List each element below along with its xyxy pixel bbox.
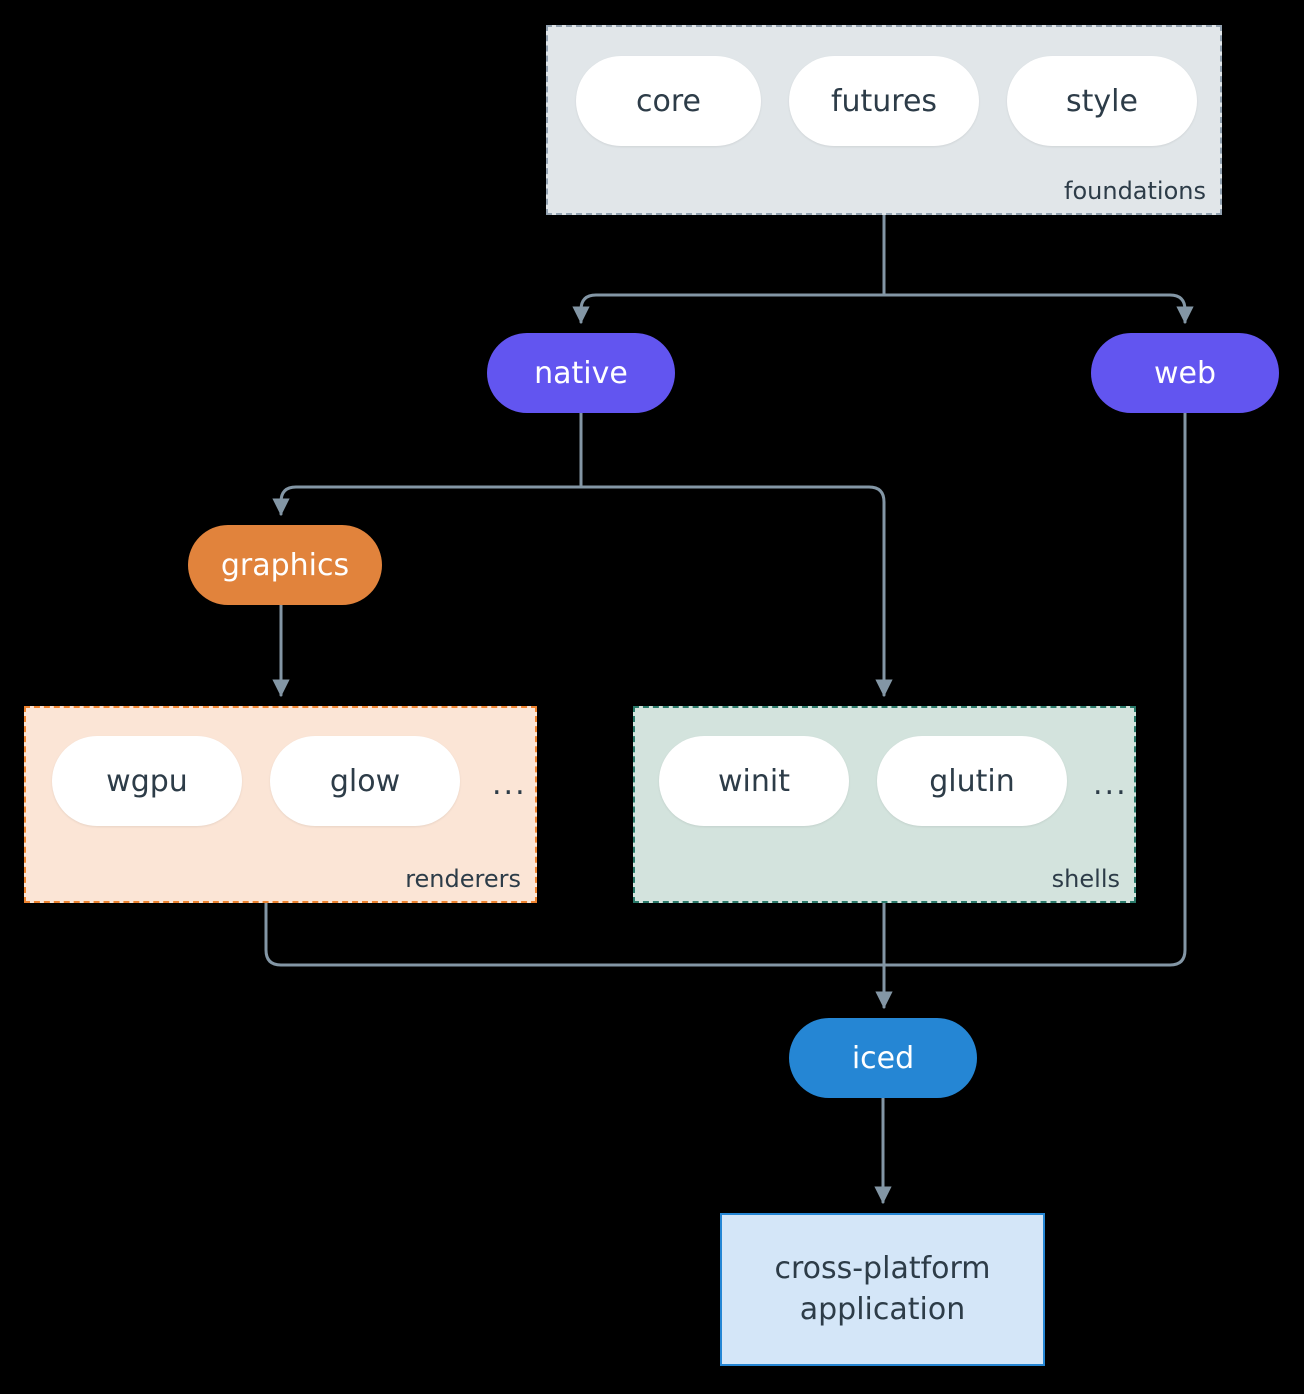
edge-renderers-to-iced <box>264 901 886 967</box>
node-glutin[interactable]: glutin <box>877 736 1067 826</box>
node-native[interactable]: native <box>487 333 675 413</box>
cluster-renderers: wgpu glow ... renderers <box>24 706 537 903</box>
node-web[interactable]: web <box>1091 333 1279 413</box>
node-futures[interactable]: futures <box>789 56 979 146</box>
node-style[interactable]: style <box>1007 56 1197 146</box>
node-iced[interactable]: iced <box>789 1018 977 1098</box>
node-winit[interactable]: winit <box>659 736 849 826</box>
node-glow[interactable]: glow <box>270 736 460 826</box>
cluster-label-renderers: renderers <box>405 865 521 893</box>
edge-foundations-to-web <box>882 293 1194 324</box>
node-wgpu[interactable]: wgpu <box>52 736 242 826</box>
shells-more-indicator: ... <box>1093 767 1128 802</box>
application-label-line1: cross-platform <box>774 1251 991 1286</box>
cluster-shells: winit glutin ... shells <box>633 706 1136 903</box>
cluster-label-foundations: foundations <box>1064 177 1206 205</box>
edge-native-to-graphics <box>272 485 583 516</box>
node-cross-platform-application[interactable]: cross-platform application <box>720 1213 1045 1366</box>
node-core[interactable]: core <box>576 56 761 146</box>
edge-foundations-to-native <box>572 293 886 324</box>
cluster-foundations: core futures style foundations <box>546 25 1222 215</box>
node-graphics[interactable]: graphics <box>188 525 382 605</box>
application-label-line2: application <box>799 1291 966 1327</box>
cluster-label-shells: shells <box>1051 865 1120 893</box>
renderers-more-indicator: ... <box>492 767 527 802</box>
edge-native-to-shells <box>579 485 893 697</box>
